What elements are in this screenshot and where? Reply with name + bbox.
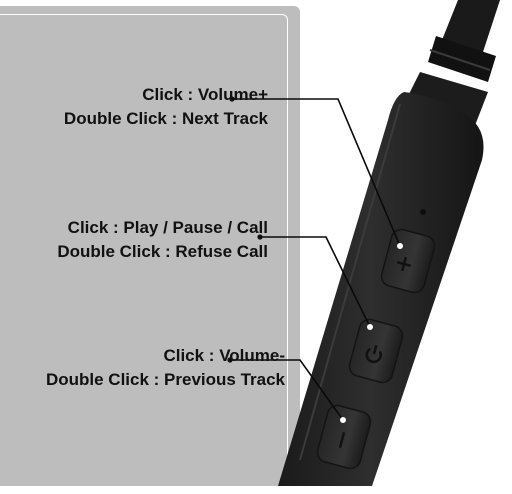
mic-hole <box>420 209 426 215</box>
minus-icon <box>338 431 346 449</box>
play-pause-caption: Click : Play / Pause / Call Double Click… <box>57 216 268 264</box>
volume-up-caption: Click : Volume+ Double Click : Next Trac… <box>64 83 268 131</box>
strain-relief <box>406 72 488 128</box>
play-pause-double-click-text: Double Click : Refuse Call <box>57 242 268 261</box>
volume-down-caption: Click : Volume- Double Click : Previous … <box>46 344 285 392</box>
volume-up-click-text: Click : Volume+ <box>142 85 268 104</box>
cable-collar <box>428 36 496 82</box>
remote-body <box>278 92 484 486</box>
volume-down-click-text: Click : Volume- <box>163 346 285 365</box>
volume-up-button <box>380 228 436 294</box>
volume-down-double-click-text: Double Click : Previous Track <box>45 370 285 389</box>
leader-line-play <box>260 236 371 328</box>
cable-top <box>440 0 500 55</box>
leader-lines <box>227 96 403 423</box>
background-panel <box>0 6 300 486</box>
play-pause-button <box>348 318 404 384</box>
volume-up-double-click-text: Double Click : Next Track <box>63 109 268 128</box>
plus-icon <box>396 256 412 272</box>
power-icon <box>365 344 382 364</box>
leader-line-volume-up <box>232 98 401 247</box>
volume-down-button <box>316 404 372 470</box>
leader-line-volume-down <box>230 359 344 421</box>
play-pause-click-text: Click : Play / Pause / Call <box>67 218 268 237</box>
